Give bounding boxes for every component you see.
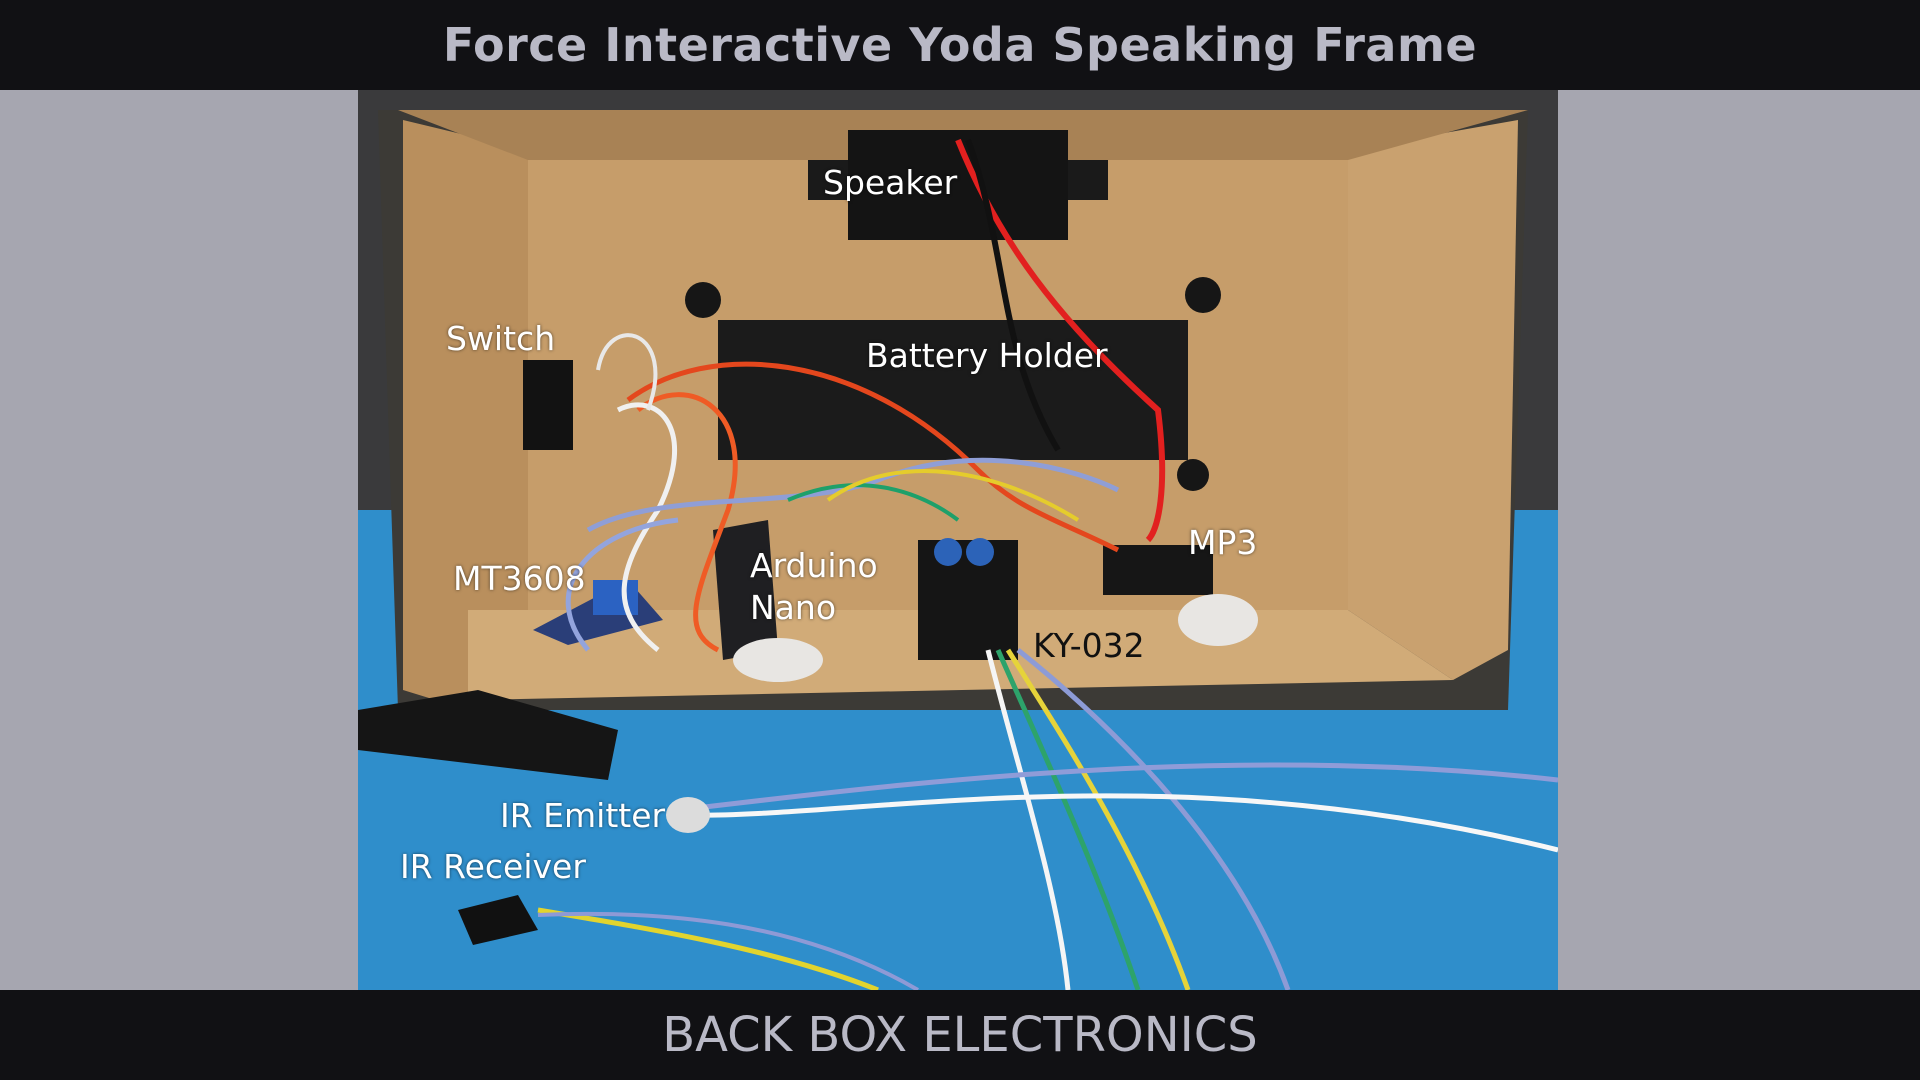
label-ir-receiver: IR Receiver [400, 847, 586, 886]
footer-bar: BACK BOX ELECTRONICS [0, 990, 1920, 1080]
electronics-photo: Speaker Switch Battery Holder MP3 Arduin… [358, 90, 1558, 990]
label-switch: Switch [446, 319, 556, 358]
label-battery-holder: Battery Holder [866, 336, 1108, 375]
label-mp3: MP3 [1188, 523, 1258, 562]
page-title: Force Interactive Yoda Speaking Frame [442, 18, 1478, 72]
label-arduino-line1: Arduino [750, 546, 878, 585]
label-arduino-line2: Nano [750, 588, 837, 627]
label-mt3608: MT3608 [453, 559, 586, 598]
label-ir-emitter: IR Emitter [500, 796, 666, 835]
label-speaker: Speaker [823, 163, 958, 202]
photo-illustration [358, 90, 1558, 990]
title-bar: Force Interactive Yoda Speaking Frame [0, 0, 1920, 90]
label-ky032: KY-032 [1033, 626, 1145, 665]
footer-subtitle: BACK BOX ELECTRONICS [662, 1007, 1258, 1063]
